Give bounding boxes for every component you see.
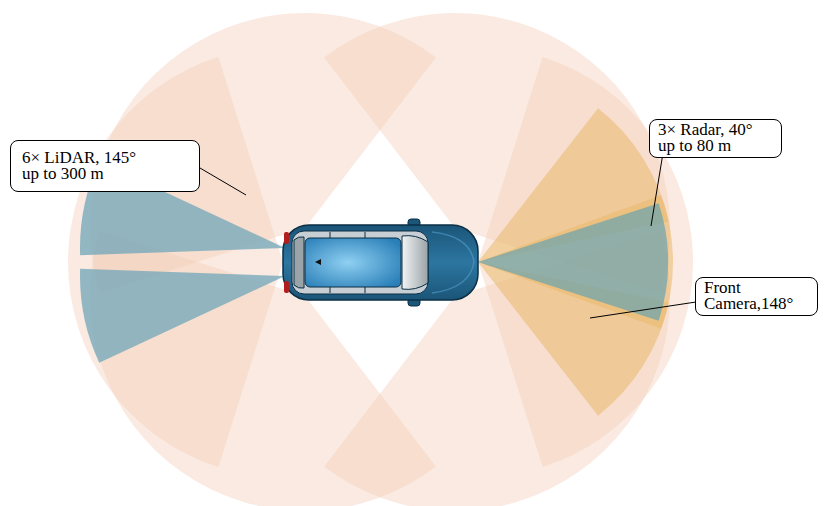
car-roof: [305, 238, 401, 287]
camera-coverage: [478, 203, 668, 320]
car-top-view: [283, 219, 478, 306]
door-line: [330, 232, 331, 238]
door-line: [365, 232, 366, 238]
rear-window: [294, 237, 304, 288]
tail-light: [284, 232, 289, 244]
callout-text: Front Camera,148°: [704, 280, 800, 312]
callout-box: 3× Radar, 40° up to 80 m: [649, 119, 782, 158]
callout-box: Front Camera,148°: [695, 277, 818, 316]
callout-text: 6× LiDAR, 145° up to 300 m: [22, 150, 154, 182]
callout-text: 3× Radar, 40° up to 80 m: [658, 122, 768, 154]
callout-box: 6× LiDAR, 145° up to 300 m: [10, 140, 200, 192]
leader-line: [200, 168, 246, 195]
coverage-layer: [68, 13, 693, 506]
leader-line: [590, 302, 696, 318]
leader-lines: [200, 153, 696, 318]
windshield: [402, 236, 428, 290]
hood-highlight: [432, 232, 474, 293]
car-body: [283, 225, 478, 300]
lidar-beam: [80, 269, 285, 363]
door-line: [330, 287, 331, 293]
leader-line: [651, 153, 663, 226]
door-line: [365, 287, 366, 293]
car-cabin: [292, 231, 428, 294]
tail-light: [284, 281, 289, 293]
heading-marker: [315, 259, 321, 265]
